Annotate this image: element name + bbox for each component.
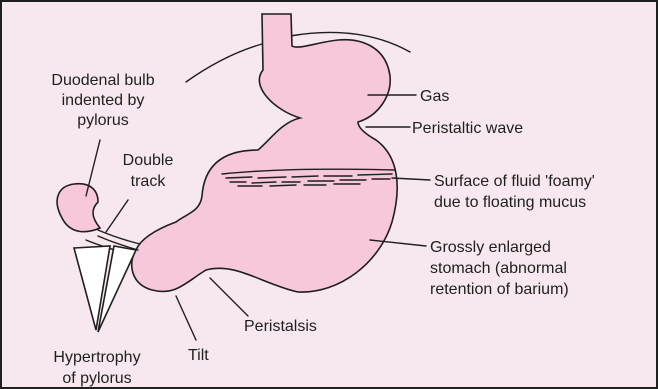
svg-text:Surface of fluid 'foamy': Surface of fluid 'foamy'	[434, 173, 595, 190]
label-peristaltic-wave: Peristaltic wave	[412, 120, 523, 137]
svg-text:pylorus: pylorus	[77, 112, 129, 129]
svg-text:Double: Double	[123, 152, 174, 169]
svg-text:Hypertrophy: Hypertrophy	[53, 349, 140, 366]
label-tilt: Tilt	[188, 347, 209, 364]
svg-text:track: track	[131, 173, 167, 190]
label-peristalsis: Peristalsis	[244, 318, 317, 335]
svg-text:retention of barium): retention of barium)	[430, 281, 569, 298]
svg-text:due to floating mucus: due to floating mucus	[434, 194, 586, 211]
svg-text:of pylorus: of pylorus	[62, 370, 131, 387]
svg-text:Grossly enlarged: Grossly enlarged	[430, 239, 551, 256]
svg-text:stomach (abnormal: stomach (abnormal	[430, 260, 567, 277]
label-gas: Gas	[420, 88, 449, 105]
svg-text:indented by: indented by	[62, 92, 145, 109]
svg-text:Duodenal bulb: Duodenal bulb	[51, 72, 154, 89]
label-enlarged-stomach: Grossly enlarged stomach (abnormal reten…	[430, 239, 569, 298]
